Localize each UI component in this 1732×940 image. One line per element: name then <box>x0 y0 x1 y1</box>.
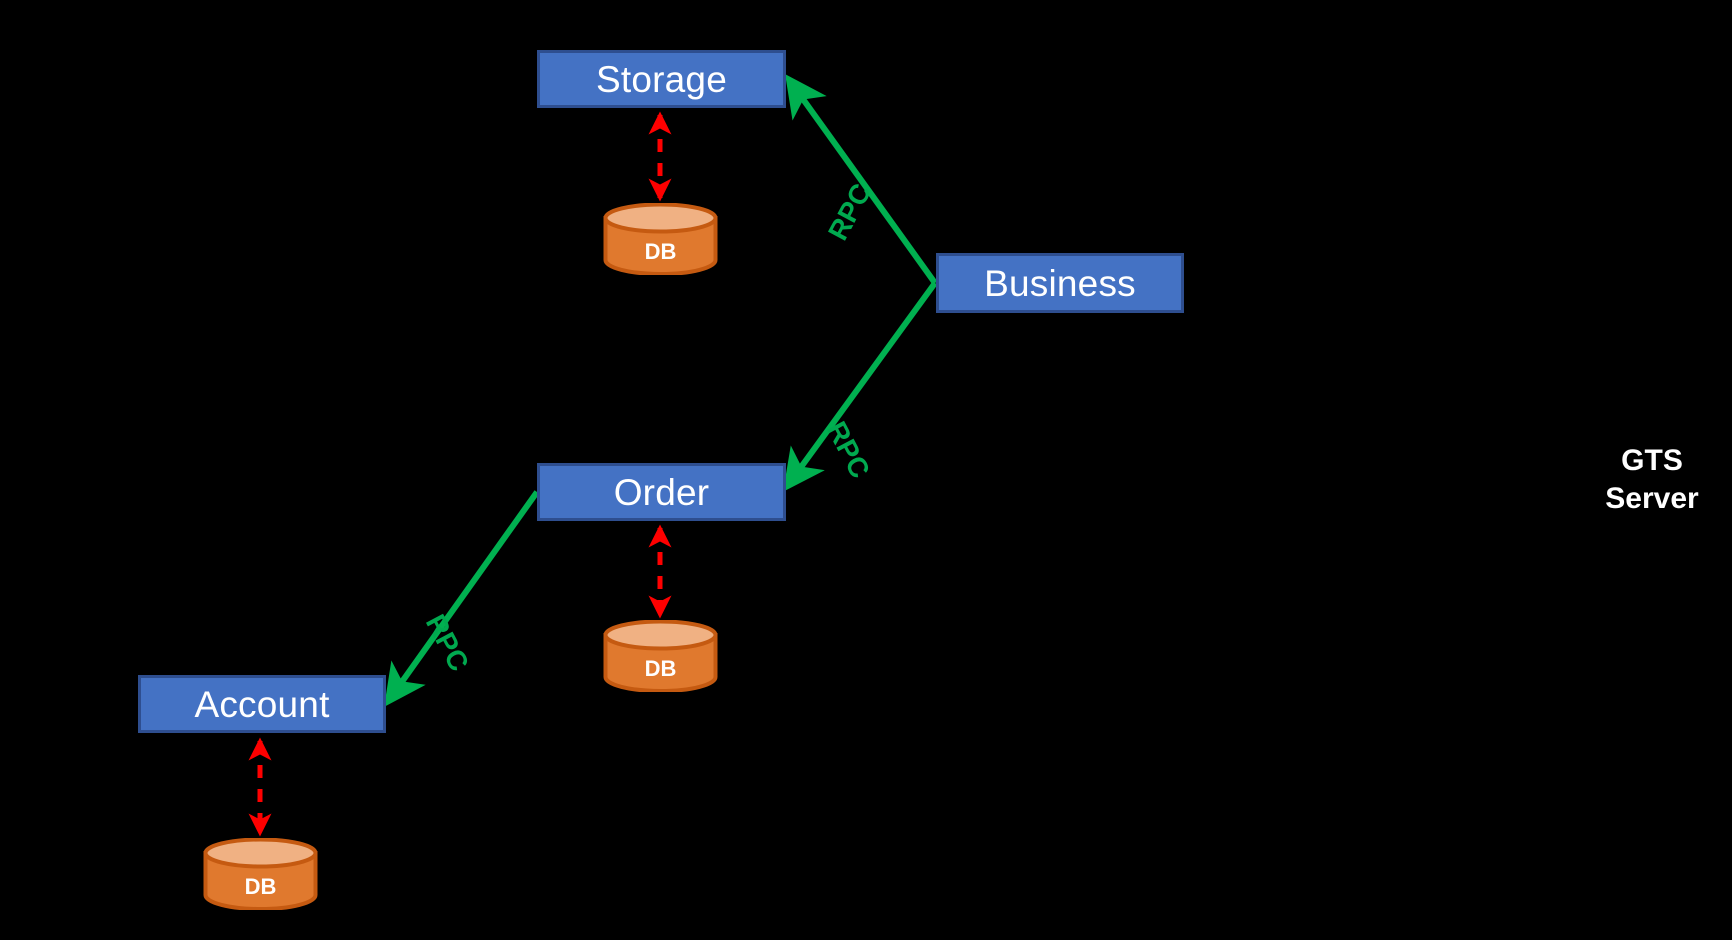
cylinder-icon <box>203 837 318 911</box>
rpc-label-order-account: RPC <box>419 609 476 677</box>
database-order[interactable]: DB <box>603 619 718 693</box>
node-label-order: Order <box>613 471 710 513</box>
cylinder-icon <box>603 619 718 693</box>
node-label-storage: Storage <box>596 58 727 100</box>
node-account[interactable]: Account <box>138 675 386 733</box>
rpc-label-business-storage: RPC <box>821 178 878 246</box>
node-label-business: Business <box>984 262 1136 304</box>
node-storage[interactable]: Storage <box>537 50 786 108</box>
cylinder-icon <box>603 202 718 276</box>
node-business[interactable]: Business <box>936 253 1184 313</box>
database-account[interactable]: DB <box>203 837 318 911</box>
rpc-line-business-storage <box>785 74 938 285</box>
node-order[interactable]: Order <box>537 463 786 521</box>
node-label-account: Account <box>194 683 330 725</box>
rpc-label-business-order: RPC <box>820 416 877 484</box>
rpc-line-order-account <box>384 490 540 707</box>
database-storage[interactable]: DB <box>603 202 718 276</box>
gts-server-title: GTS Server <box>1605 444 1699 516</box>
